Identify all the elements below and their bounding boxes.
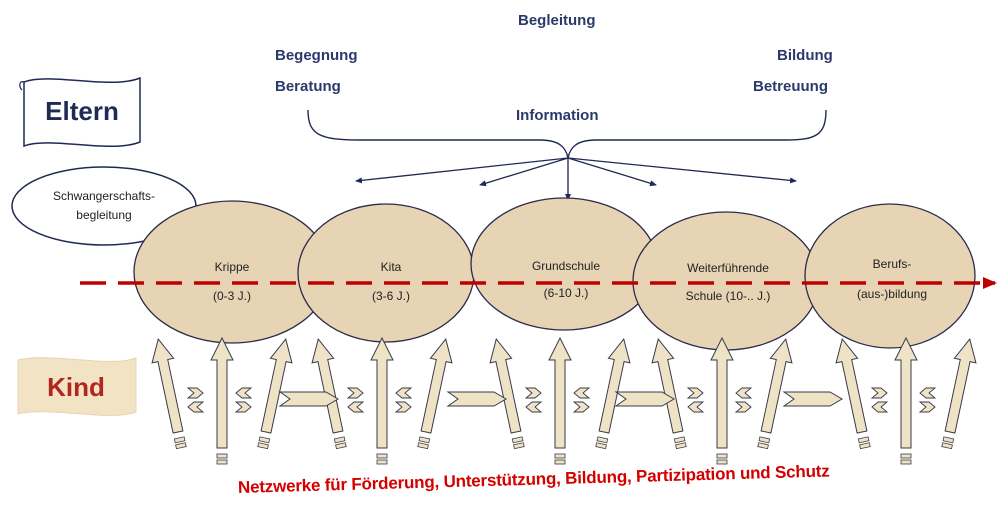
stage-weiterfuehrende <box>632 211 820 351</box>
eltern-label: Eltern <box>45 96 119 126</box>
small-chevron <box>235 387 253 399</box>
upward-arrow <box>651 337 687 450</box>
stage-label: Berufs- <box>873 257 912 271</box>
small-chevron <box>686 387 704 399</box>
upward-arrow <box>151 337 187 450</box>
label-bildung: Bildung <box>777 47 833 64</box>
upward-arrow <box>417 337 453 450</box>
stage-label: Grundschule <box>532 259 600 273</box>
progression-chevron <box>278 391 339 407</box>
upward-arrow <box>370 336 394 465</box>
small-chevron <box>572 401 590 413</box>
upward-arrow <box>595 337 631 450</box>
kind-banner: Kind <box>17 357 137 416</box>
label-betreuung: Betreuung <box>753 78 828 95</box>
small-chevron <box>346 387 364 399</box>
stage-label: (0-3 J.) <box>213 289 251 303</box>
upward-arrow <box>941 337 977 450</box>
kind-label: Kind <box>47 372 105 402</box>
upward-arrow <box>757 337 793 450</box>
small-chevron <box>687 401 705 413</box>
small-chevron <box>918 401 936 413</box>
stage-label: Krippe <box>215 260 250 274</box>
fan-arrows <box>355 157 797 201</box>
small-chevron <box>735 387 753 399</box>
fan-arrow <box>567 157 657 187</box>
upward-arrow <box>835 337 871 450</box>
small-chevron <box>573 387 591 399</box>
upward-arrow <box>311 337 347 450</box>
small-chevron <box>394 401 412 413</box>
upward-arrow <box>257 337 293 450</box>
small-chevron <box>234 401 252 413</box>
small-chevron <box>524 387 542 399</box>
small-chevron <box>347 401 365 413</box>
progression-chevron <box>782 391 843 407</box>
stage-label: (6-10 J.) <box>544 286 589 300</box>
stage-label: Weiterführende <box>687 261 769 275</box>
eltern-banner: Eltern <box>19 76 141 148</box>
small-chevron <box>525 401 543 413</box>
small-chevron <box>871 401 889 413</box>
small-chevron <box>734 401 752 413</box>
schwangerschaft-line2: begleitung <box>76 208 131 222</box>
upward-arrow <box>489 337 525 450</box>
label-beratung: Beratung <box>275 78 341 95</box>
child-arrow-groups <box>151 336 977 465</box>
upward-arrow <box>710 336 734 465</box>
label-begegnung: Begegnung <box>275 47 358 64</box>
upward-arrow <box>894 336 918 465</box>
fan-arrow <box>479 157 569 187</box>
fan-arrow <box>355 157 569 184</box>
horizontal-chevrons <box>186 387 937 413</box>
label-information: Information <box>516 107 599 124</box>
stage-label: (3-6 J.) <box>372 289 410 303</box>
stage-berufsausbildung <box>804 203 976 349</box>
upward-arrow <box>210 336 234 465</box>
upward-arrow <box>548 336 572 465</box>
small-chevron <box>395 387 413 399</box>
progression-chevron <box>446 391 507 407</box>
stage-label: Kita <box>381 260 402 274</box>
small-chevron <box>919 387 937 399</box>
stage-label: Schule (10-.. J.) <box>686 289 771 303</box>
fan-arrow <box>567 157 797 184</box>
small-chevron <box>870 387 888 399</box>
small-chevron <box>187 401 205 413</box>
progression-chevron <box>614 391 675 407</box>
schwangerschaft-line1: Schwangerschafts- <box>53 189 155 203</box>
label-begleitung: Begleitung <box>518 12 596 29</box>
stage-label: (aus-)bildung <box>857 287 927 301</box>
small-chevron <box>186 387 204 399</box>
